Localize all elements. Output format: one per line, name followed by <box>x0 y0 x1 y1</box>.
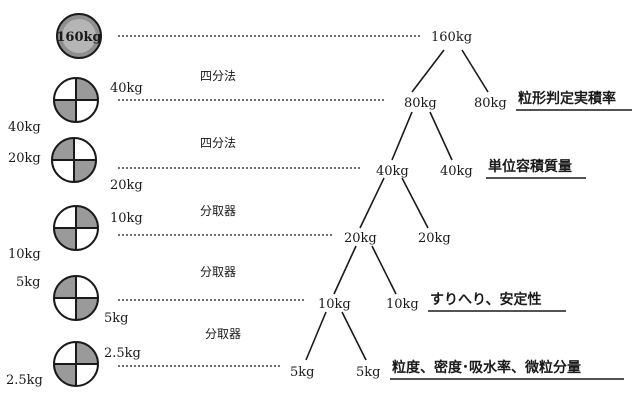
quarter-circle-1 <box>53 77 99 123</box>
split-tree <box>305 49 489 361</box>
tree-root-label: 160kg <box>431 30 472 45</box>
row-1-top-mass: 40kg <box>110 81 143 96</box>
row-2-bottom-mass: 20kg <box>110 178 143 193</box>
quarter-circle-4 <box>53 275 99 321</box>
source-circle-label: 160kg <box>56 30 101 45</box>
row-2-method: 四分法 <box>200 136 236 150</box>
tree-test-mass-5: 5kg <box>356 365 380 380</box>
tree-test-mass-2: 40kg <box>440 164 473 179</box>
quarter-circle-5 <box>53 341 99 387</box>
row-5-bottom-mass: 2.5kg <box>6 373 43 388</box>
test-label-4: すりへり、安定性 <box>430 291 541 308</box>
row-5-top-mass: 2.5kg <box>104 346 141 361</box>
row-2-top-mass: 20kg <box>8 151 41 166</box>
quarter-circle-2 <box>51 137 97 183</box>
row-1-bottom-mass: 40kg <box>8 120 41 135</box>
test-label-1: 粒形判定実積率 <box>518 90 616 107</box>
source-circle: 160kg <box>56 13 102 59</box>
tree-test-mass-4: 10kg <box>386 297 419 312</box>
tree-test-mass-1: 80kg <box>474 96 507 111</box>
row-4-top-mass: 5kg <box>16 275 40 290</box>
row-5-method: 分取器 <box>205 327 241 341</box>
row-3-bottom-mass: 10kg <box>8 247 41 262</box>
quarter-circle-3 <box>53 205 99 251</box>
row-4-bottom-mass: 5kg <box>104 311 128 326</box>
tree-keep-5: 5kg <box>290 365 314 380</box>
tree-keep-3: 20kg <box>344 231 377 246</box>
row-4-method: 分取器 <box>200 265 236 279</box>
tree-keep-2: 40kg <box>376 164 409 179</box>
row-3-method: 分取器 <box>200 204 236 218</box>
row-3-top-mass: 10kg <box>110 211 143 226</box>
tree-keep-4: 10kg <box>318 297 351 312</box>
test-label-5: 粒度、密度･吸水率、微粒分量 <box>392 359 581 376</box>
tree-keep-1: 80kg <box>404 96 437 111</box>
row-1-method: 四分法 <box>200 69 236 83</box>
tree-test-mass-3: 20kg <box>418 231 451 246</box>
test-label-2: 単位容積質量 <box>488 158 572 175</box>
